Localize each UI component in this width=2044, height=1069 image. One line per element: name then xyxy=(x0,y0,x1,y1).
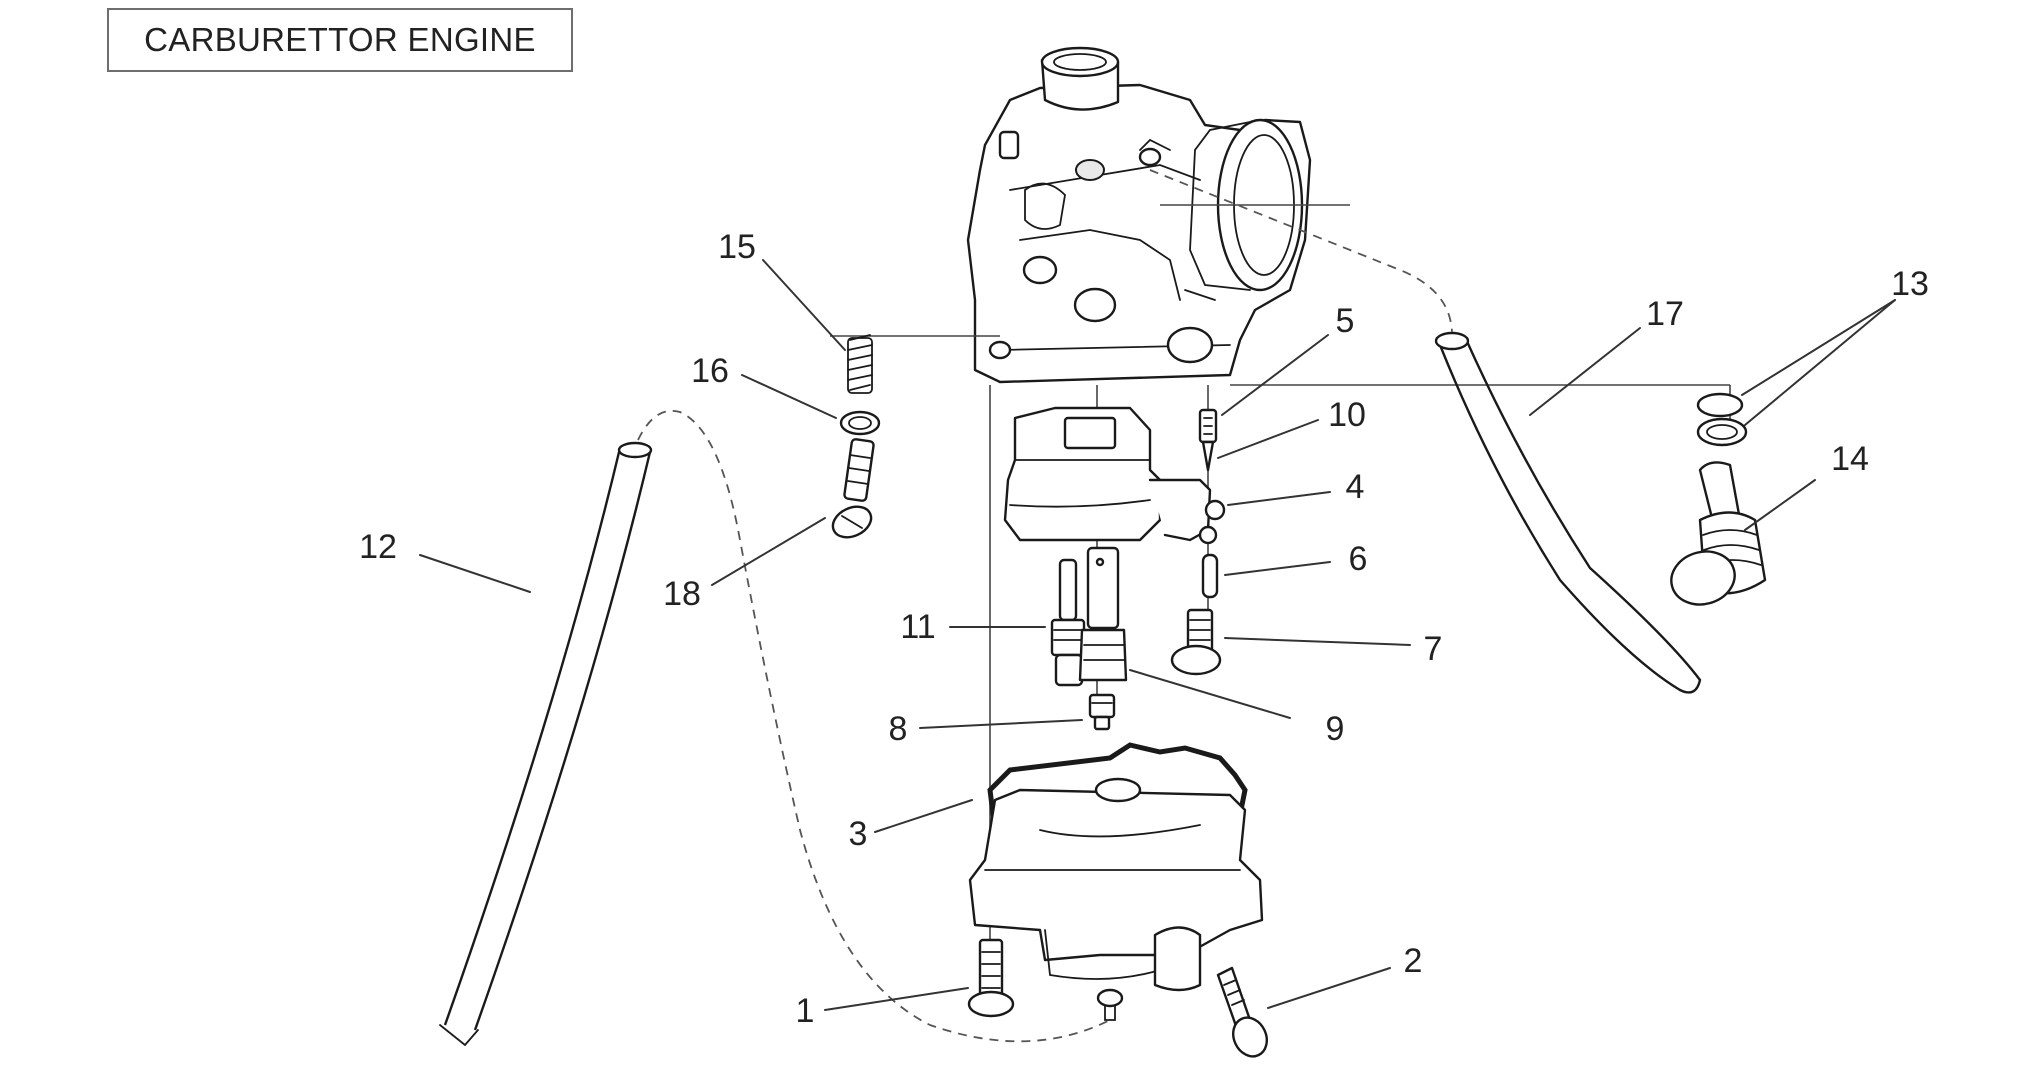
carburettor-body xyxy=(966,46,1312,384)
callout-7: 7 xyxy=(1424,630,1443,668)
diagram-title-box: CARBURETTOR ENGINE xyxy=(107,8,573,72)
pilot-screw-oring xyxy=(839,410,881,436)
leader-1 xyxy=(824,987,969,1011)
callout-11: 11 xyxy=(900,608,935,646)
leader-2 xyxy=(1267,967,1391,1009)
callout-8: 8 xyxy=(889,710,908,748)
pilot-screw xyxy=(831,438,875,539)
leader-18 xyxy=(711,517,826,586)
float-pin xyxy=(1201,553,1219,599)
leader-9 xyxy=(1129,669,1291,719)
callout-13: 13 xyxy=(1891,265,1929,303)
callout-1: 1 xyxy=(796,992,815,1030)
needle-valve xyxy=(1198,408,1218,472)
leader-16 xyxy=(741,374,837,419)
hose-path-right xyxy=(1149,169,1453,333)
screw-7 xyxy=(1170,608,1222,676)
callout-16: 16 xyxy=(691,352,729,390)
leader-6 xyxy=(1224,561,1331,576)
leader-13b xyxy=(1744,299,1896,426)
callout-2: 2 xyxy=(1404,942,1423,980)
leader-13a xyxy=(1741,299,1896,396)
callout-12: 12 xyxy=(359,528,397,566)
float-bowl xyxy=(968,777,1264,1021)
vent-hose-right xyxy=(1434,331,1702,694)
diagram-title: CARBURETTOR ENGINE xyxy=(144,21,536,58)
main-jet-holder xyxy=(1078,546,1128,682)
callout-18: 18 xyxy=(663,575,701,613)
callout-9: 9 xyxy=(1326,710,1345,748)
callout-10: 10 xyxy=(1328,396,1366,434)
callout-4: 4 xyxy=(1346,468,1365,506)
leader-3 xyxy=(874,799,973,833)
leader-4 xyxy=(1227,491,1331,506)
outlet-fitting xyxy=(1670,461,1767,606)
callout-15: 15 xyxy=(718,228,756,266)
vent-hose-left xyxy=(439,441,653,1047)
drain-screw xyxy=(1216,966,1268,1058)
pilot-jet xyxy=(1050,558,1086,687)
callout-17: 17 xyxy=(1646,295,1684,333)
leader-5 xyxy=(1221,334,1329,416)
bowl-screw xyxy=(967,938,1015,1018)
leader-15 xyxy=(762,259,846,351)
leader-8 xyxy=(919,719,1083,729)
callout-5: 5 xyxy=(1336,302,1355,340)
outlet-orings xyxy=(1696,392,1748,447)
leader-7 xyxy=(1224,637,1411,646)
leader-12 xyxy=(419,554,531,593)
hose-path-left xyxy=(637,410,1111,1043)
callout-6: 6 xyxy=(1349,540,1368,578)
callout-14: 14 xyxy=(1831,440,1869,478)
leader-14 xyxy=(1744,479,1816,531)
leader-17 xyxy=(1529,327,1641,416)
callout-3: 3 xyxy=(849,815,868,853)
float xyxy=(1003,406,1226,545)
main-jet xyxy=(1088,693,1116,731)
pilot-screw-spring xyxy=(847,334,873,394)
leader-10 xyxy=(1217,419,1319,459)
